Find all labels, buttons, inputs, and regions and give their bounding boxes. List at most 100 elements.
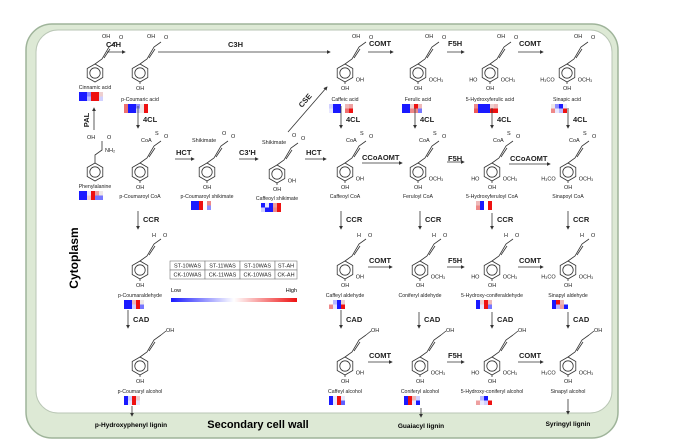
side-chain [139, 41, 162, 65]
side-chain [567, 334, 590, 358]
hydroxyl-label: OH [446, 328, 454, 334]
heatmap-cell [418, 108, 422, 113]
meta-hydroxyl-label: OH [288, 179, 296, 185]
para-hydroxyl-label: OH [486, 86, 494, 92]
heatmap-cell [265, 207, 269, 212]
compound-name: Sinapic acid [553, 97, 581, 103]
heatmap-cell [132, 304, 136, 309]
bond [588, 330, 595, 336]
arrow-cse [287, 86, 328, 133]
heatmap-cell [269, 203, 273, 208]
coa-label: CoA [346, 138, 357, 144]
enzyme-c4h: C4H [106, 40, 121, 49]
shikimate-label: Shikimate [262, 140, 286, 146]
compound-name: 5-Hydroxy-coniferyl alcohol [461, 389, 524, 395]
enzyme-cad-4: CAD [497, 315, 514, 324]
double-bond [428, 245, 436, 256]
para-hydroxyl-label: OH [564, 185, 572, 191]
para-hydroxyl-label: OH [414, 185, 422, 191]
heatmap-cell [79, 96, 83, 101]
side-chain [344, 334, 367, 358]
heatmap-cell [560, 300, 564, 305]
oxygen-label: O [442, 134, 447, 140]
heatmap-cell [91, 191, 95, 196]
hydroxyl-label: OH [166, 328, 174, 334]
heatmap-cell [136, 400, 140, 405]
hydrogen-label: H [580, 233, 584, 239]
enzyme-comt-3: COMT [369, 256, 391, 265]
oxygen-label: O [442, 35, 447, 41]
heatmap-cell [404, 396, 408, 401]
enzyme-cad-1: CAD [133, 315, 150, 324]
g-lignin-label: Guaiacyl lignin [398, 423, 444, 430]
coa-label: CoA [141, 138, 152, 144]
compound-name: 5-Hydroxyferulic acid [466, 97, 515, 103]
enzyme-4cl-1: 4CL [143, 115, 158, 124]
methoxy-label: OCH₃ [431, 371, 445, 377]
para-hydroxyl-label: OH [564, 379, 572, 385]
heatmap-cell [480, 205, 484, 210]
heatmap-cell [269, 207, 273, 212]
double-bond [103, 48, 111, 59]
compound-name: Caffeoyl CoA [330, 194, 361, 200]
enzyme-4cl-5: 4CL [573, 115, 588, 124]
double-bond [500, 147, 508, 158]
heatmap-cell [482, 108, 486, 113]
heatmap-cell [494, 108, 498, 113]
oxygen-label: O [222, 131, 227, 137]
heatmap-cell [128, 300, 132, 305]
legend-color-gradient [171, 298, 297, 302]
heatmap-cell [91, 96, 95, 101]
para-hydroxyl-label: OH [341, 86, 349, 92]
heatmap-cell [87, 191, 91, 196]
side-chain [344, 41, 367, 65]
enzyme-f5h-4: F5H [448, 351, 462, 360]
oxygen-label: O [591, 35, 596, 41]
oxygen-label: O [591, 233, 596, 239]
legend-sample-label: CK-AH [277, 273, 294, 279]
heatmap-cell [488, 304, 492, 309]
double-bond [498, 48, 506, 59]
enzyme-hct-1: HCT [176, 148, 192, 157]
heatmap-cell [140, 108, 144, 113]
heatmap-cell [95, 92, 99, 97]
compound-name: Cinnamic acid [79, 85, 112, 91]
bond [440, 330, 447, 336]
heatmap-cell [140, 304, 144, 309]
para-hydroxyl-label: OH [564, 283, 572, 289]
para-hydroxyl-label: OH [341, 379, 349, 385]
compound-name: Ferulic acid [405, 97, 432, 103]
aromatic-circle [484, 67, 496, 79]
heatmap-cell [488, 400, 492, 405]
heatmap-cell [402, 108, 406, 113]
heatmap-cell [277, 203, 281, 208]
heatmap-cell [333, 304, 337, 309]
heatmap-cell [564, 304, 568, 309]
heatmap-cell [333, 104, 337, 109]
hydroxyl-label: OH [371, 328, 379, 334]
heatmap-cell [191, 201, 195, 206]
heatmap-cell [337, 400, 341, 405]
compound-name: Caffeyl alcohol [328, 389, 362, 395]
heatmap-cell [124, 300, 128, 305]
double-bond [353, 147, 361, 158]
methoxy-label: OCH₃ [503, 177, 517, 183]
heatmap-cell [128, 304, 132, 309]
cell-wall-label: Secondary cell wall [207, 419, 309, 431]
side-chain [139, 140, 162, 164]
meta-hydroxyl-label: OH [356, 78, 364, 84]
shikimate-label: Shikimate [192, 138, 216, 144]
hydroxyl-label: OH [425, 34, 433, 40]
bond [365, 330, 372, 336]
heatmap-cell [486, 104, 490, 109]
legend-sample-label: ST-10WAS [174, 264, 201, 270]
oxygen-label: O [516, 134, 521, 140]
heatmap-cell [83, 96, 87, 101]
heatmap-cell [99, 195, 103, 200]
enzyme-comt-6: COMT [519, 351, 541, 360]
enzyme-4cl-2: 4CL [346, 115, 361, 124]
methoxy-label: OCH₃ [503, 275, 517, 281]
